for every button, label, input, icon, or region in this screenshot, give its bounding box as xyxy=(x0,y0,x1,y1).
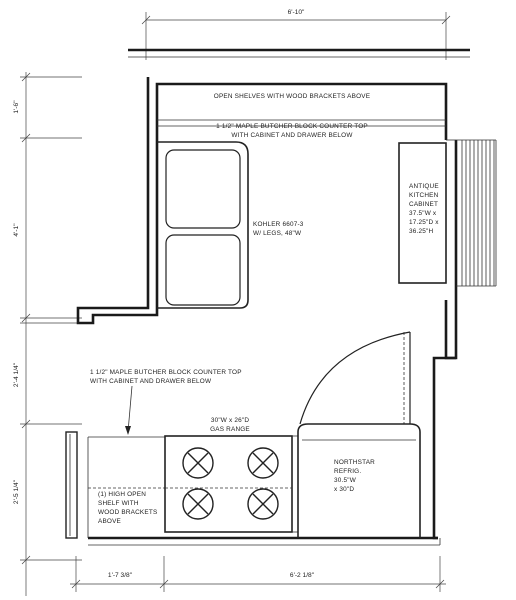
cabinet-label-5: 17.25"D x xyxy=(409,219,439,226)
left-dim-1: 1'-6" xyxy=(13,100,20,114)
fridge-door-swing xyxy=(299,331,411,425)
left-dim-4: 2'-5 1/4" xyxy=(13,479,20,504)
top-exterior-lines xyxy=(128,48,470,58)
counter-top-label-1: 1 1/2" MAPLE BUTCHER BLOCK COUNTER TOP xyxy=(216,123,368,130)
bottom-dimensions: 1'-7 3/8" 6'-2 1/8" xyxy=(70,556,446,592)
cabinet-label-6: 36.25"H xyxy=(409,228,433,235)
burner-top-left xyxy=(182,447,214,479)
bottom-right-dim: 6'-2 1/8" xyxy=(290,572,315,579)
left-dim-2: 4'-1" xyxy=(13,223,20,237)
burner-bottom-right xyxy=(247,488,279,520)
cabinet-label-3: CABINET xyxy=(409,201,438,208)
open-shelves-label: OPEN SHELVES WITH WOOD BRACKETS ABOVE xyxy=(214,93,370,100)
sink-label-2: W/ LEGS, 48"W xyxy=(253,230,302,237)
northstar-refrigerator: NORTHSTAR REFRIG. 30.5"W x 30"D xyxy=(297,423,421,538)
shelf-label-4: ABOVE xyxy=(98,518,121,525)
shelf-label-2: SHELF WITH xyxy=(98,500,139,507)
range-label-2: GAS RANGE xyxy=(210,426,250,433)
lower-counter: (1) HIGH OPEN SHELF WITH WOOD BRACKETS A… xyxy=(65,431,165,539)
gas-range: 30"W x 26"D GAS RANGE xyxy=(164,417,299,538)
antique-cabinet: ANTIQUE KITCHEN CABINET 37.5"W x 17.25"D… xyxy=(398,139,497,287)
cabinet-label-4: 37.5"W x xyxy=(409,210,437,217)
fridge-label-4: x 30"D xyxy=(334,486,354,493)
fridge-label-3: 30.5"W xyxy=(334,477,357,484)
top-width-dim: 6'-10" xyxy=(288,9,305,16)
lower-counter-label-1: 1 1/2" MAPLE BUTCHER BLOCK COUNTER TOP xyxy=(90,369,242,376)
upper-shelf-band: OPEN SHELVES WITH WOOD BRACKETS ABOVE 1 … xyxy=(157,93,446,139)
range-label-1: 30"W x 26"D xyxy=(211,417,250,424)
bottom-left-dim: 1'-7 3/8" xyxy=(108,572,133,579)
cabinet-label-2: KITCHEN xyxy=(409,192,439,199)
lower-counter-label-2: WITH CABINET AND DRAWER BELOW xyxy=(90,378,212,385)
sink-label-1: KOHLER 6607-3 xyxy=(253,221,304,228)
burner-top-right xyxy=(247,447,279,479)
shelf-label-3: WOOD BRACKETS xyxy=(98,509,157,516)
shelf-label-1: (1) HIGH OPEN xyxy=(98,491,146,498)
counter-top-label-2: WITH CABINET AND DRAWER BELOW xyxy=(231,132,353,139)
left-dimensions: 1'-6" 4'-1" 2'-4 1/4" 2'-5 1/4" xyxy=(13,72,82,596)
fridge-label-1: NORTHSTAR xyxy=(334,459,375,466)
left-dim-3: 2'-4 1/4" xyxy=(13,362,20,387)
lower-counter-callout: 1 1/2" MAPLE BUTCHER BLOCK COUNTER TOP W… xyxy=(90,369,242,435)
top-dimension: 6'-10" xyxy=(141,9,451,60)
fridge-label-2: REFRIG. xyxy=(334,468,361,475)
walls xyxy=(76,77,458,546)
burner-bottom-left xyxy=(182,488,214,520)
cabinet-label-1: ANTIQUE xyxy=(409,183,439,190)
kohler-sink: KOHLER 6607-3 W/ LEGS, 48"W xyxy=(157,141,304,309)
